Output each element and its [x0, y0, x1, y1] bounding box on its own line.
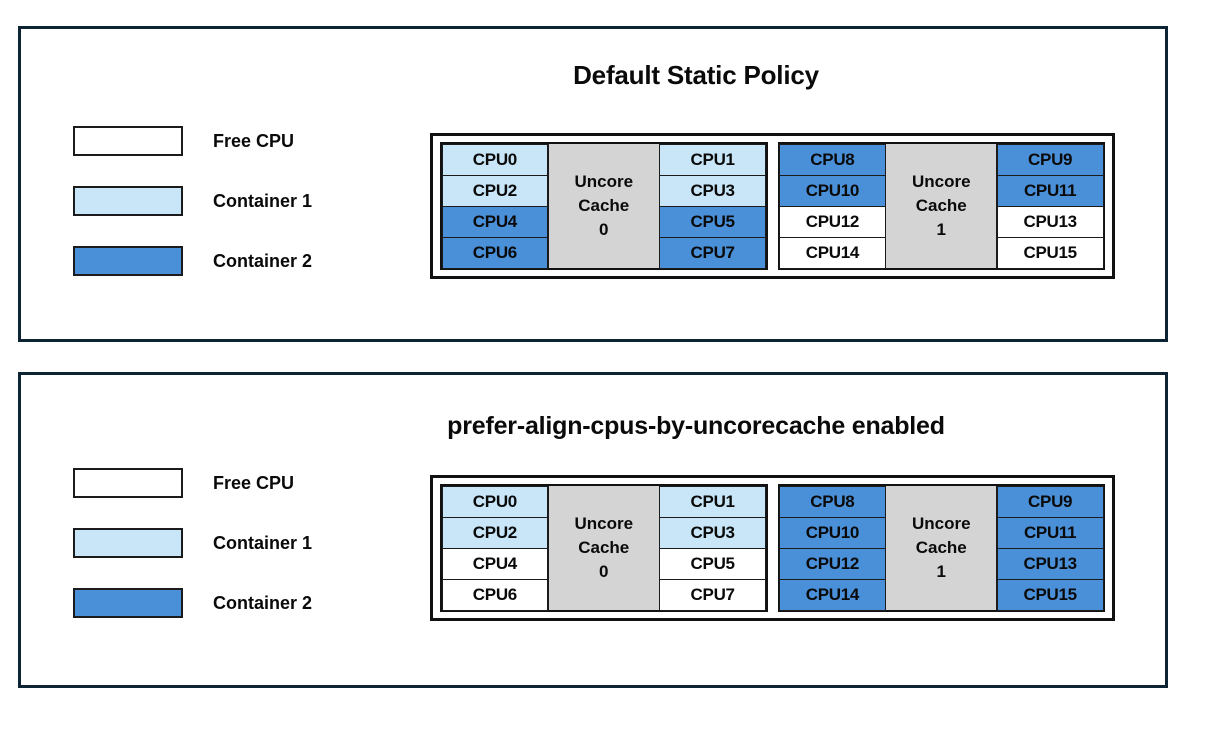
- cpu-column-right: CPU9 CPU11 CPU13 CPU15: [996, 485, 1104, 611]
- cpu-cell: CPU12: [779, 205, 886, 238]
- cpu-cell: CPU4: [441, 547, 549, 580]
- cpu-cell: CPU1: [659, 485, 766, 518]
- uncore-cache-label-line2: Cache: [915, 195, 967, 215]
- cpu-cell: CPU5: [659, 205, 766, 238]
- cpu-cell: CPU13: [996, 205, 1104, 238]
- cpu-cell: CPU2: [441, 174, 549, 207]
- cpu-cell: CPU3: [659, 174, 766, 207]
- panel-title: prefer-align-cpus-by-uncorecache enabled: [447, 412, 945, 440]
- diagram-panel-prefer-align-cpus-by-uncorecache: prefer-align-cpus-by-uncorecache enabled…: [18, 372, 1168, 688]
- legend-swatch-container-1: [73, 186, 183, 216]
- cpu-cell: CPU10: [779, 516, 886, 549]
- cpu-column-left: CPU8 CPU10 CPU12 CPU14: [779, 143, 886, 269]
- legend-item-container-1: Container 1: [73, 185, 363, 217]
- cpu-column-right: CPU1 CPU3 CPU5 CPU7: [659, 143, 766, 269]
- cpu-cell: CPU14: [779, 236, 886, 269]
- uncore-cache-index: 1: [936, 220, 946, 240]
- cpu-cell: CPU0: [441, 485, 549, 518]
- cpu-cell: CPU7: [659, 578, 766, 611]
- uncore-cache-block: Uncore Cache 1: [885, 144, 998, 268]
- panel-title: Default Static Policy: [573, 60, 819, 90]
- uncore-cache-index: 1: [936, 562, 946, 582]
- cpu-cell: CPU11: [996, 516, 1104, 549]
- cache-group-1: CPU8 CPU10 CPU12 CPU14 Uncore Cache 1 CP…: [777, 484, 1105, 612]
- cache-group-0: CPU0 CPU2 CPU4 CPU6 Uncore Cache 0 CPU1 …: [440, 142, 768, 270]
- uncore-cache-label-line1: Uncore: [574, 513, 634, 533]
- diagram-panel-default-static-policy: Default Static Policy Free CPU Container…: [18, 26, 1168, 342]
- uncore-cache-label-line1: Uncore: [911, 171, 971, 191]
- uncore-cache-label-line2: Cache: [915, 537, 967, 557]
- uncore-cache-label-line2: Cache: [578, 537, 630, 557]
- legend-label-container-2: Container 2: [213, 592, 313, 613]
- legend: Free CPU Container 1 Container 2: [73, 467, 363, 647]
- cache-group-1: CPU8 CPU10 CPU12 CPU14 Uncore Cache 1 CP…: [777, 142, 1105, 270]
- cpu-cell: CPU15: [996, 236, 1104, 269]
- cpu-topology-grid: CPU0 CPU2 CPU4 CPU6 Uncore Cache 0 CPU1 …: [430, 133, 1115, 279]
- legend-swatch-container-1: [73, 528, 183, 558]
- cache-group-0: CPU0 CPU2 CPU4 CPU6 Uncore Cache 0 CPU1 …: [440, 484, 768, 612]
- cpu-cell: CPU1: [659, 143, 766, 176]
- cpu-cell: CPU11: [996, 174, 1104, 207]
- uncore-cache-label-line1: Uncore: [911, 513, 971, 533]
- legend-swatch-container-2: [73, 588, 183, 618]
- cpu-cell: CPU14: [779, 578, 886, 611]
- cpu-column-right: CPU9 CPU11 CPU13 CPU15: [996, 143, 1104, 269]
- cpu-cell: CPU8: [779, 143, 886, 176]
- cpu-cell: CPU6: [441, 578, 549, 611]
- legend-label-container-2: Container 2: [213, 250, 313, 271]
- cpu-column-left: CPU0 CPU2 CPU4 CPU6: [441, 485, 549, 611]
- cpu-cell: CPU9: [996, 143, 1104, 176]
- cpu-topology-grid: CPU0 CPU2 CPU4 CPU6 Uncore Cache 0 CPU1 …: [430, 475, 1115, 621]
- uncore-cache-block: Uncore Cache 0: [547, 486, 660, 610]
- cpu-cell: CPU6: [441, 236, 549, 269]
- legend-swatch-container-2: [73, 246, 183, 276]
- cpu-cell: CPU4: [441, 205, 549, 238]
- legend-item-container-1: Container 1: [73, 527, 363, 559]
- cpu-column-right: CPU1 CPU3 CPU5 CPU7: [659, 485, 766, 611]
- legend-label-free-cpu: Free CPU: [213, 472, 295, 493]
- legend-item-container-2: Container 2: [73, 587, 363, 619]
- cpu-cell: CPU12: [779, 547, 886, 580]
- uncore-cache-index: 0: [599, 220, 609, 240]
- cpu-column-left: CPU0 CPU2 CPU4 CPU6: [441, 143, 549, 269]
- cpu-cell: CPU13: [996, 547, 1104, 580]
- legend-swatch-free-cpu: [73, 126, 183, 156]
- legend-item-free-cpu: Free CPU: [73, 467, 363, 499]
- cpu-cell: CPU3: [659, 516, 766, 549]
- cpu-cell: CPU0: [441, 143, 549, 176]
- legend-swatch-free-cpu: [73, 468, 183, 498]
- uncore-cache-label-line1: Uncore: [574, 171, 634, 191]
- cpu-cell: CPU8: [779, 485, 886, 518]
- uncore-cache-block: Uncore Cache 0: [547, 144, 660, 268]
- legend-label-container-1: Container 1: [213, 190, 313, 211]
- cpu-column-left: CPU8 CPU10 CPU12 CPU14: [779, 485, 886, 611]
- legend-item-container-2: Container 2: [73, 245, 363, 277]
- uncore-cache-label-line2: Cache: [578, 195, 630, 215]
- uncore-cache-index: 0: [599, 562, 609, 582]
- legend-label-container-1: Container 1: [213, 532, 313, 553]
- uncore-cache-block: Uncore Cache 1: [885, 486, 998, 610]
- cpu-cell: CPU15: [996, 578, 1104, 611]
- cpu-cell: CPU5: [659, 547, 766, 580]
- legend-label-free-cpu: Free CPU: [213, 130, 295, 151]
- cpu-cell: CPU2: [441, 516, 549, 549]
- cpu-cell: CPU7: [659, 236, 766, 269]
- legend: Free CPU Container 1 Container 2: [73, 125, 363, 305]
- legend-item-free-cpu: Free CPU: [73, 125, 363, 157]
- cpu-cell: CPU9: [996, 485, 1104, 518]
- cpu-cell: CPU10: [779, 174, 886, 207]
